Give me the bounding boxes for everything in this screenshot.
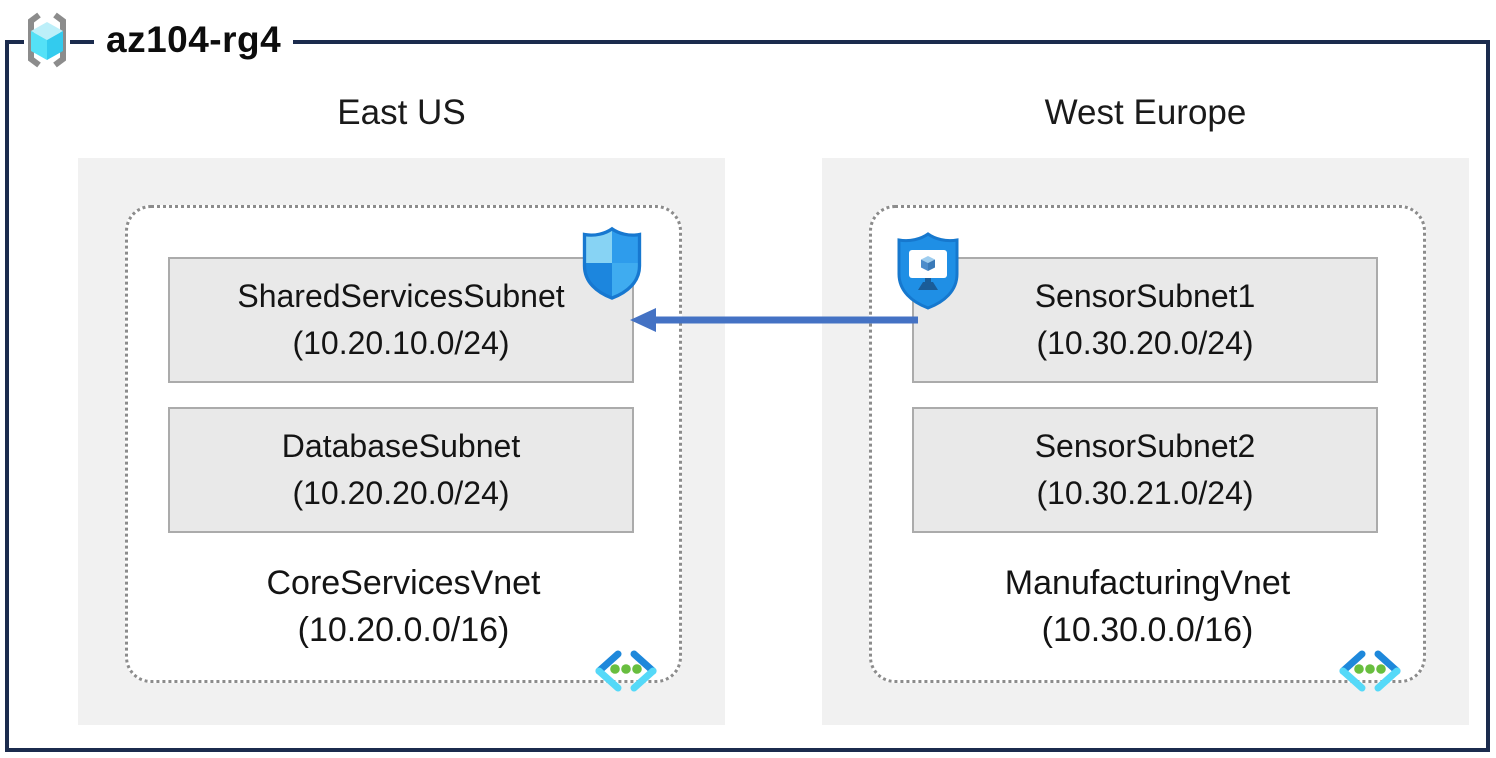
vnet-name: ManufacturingVnet (1004, 564, 1291, 602)
subnet-box-sharedservicessubnet: SharedServicesSubnet (10.20.10.0/24) (168, 257, 634, 383)
vnet-box-coreservicesvnet: SharedServicesSubnet (10.20.10.0/24) Dat… (125, 205, 682, 692)
subnet-box-sensorsubnet2: SensorSubnet2 (10.30.21.0/24) (912, 407, 1378, 533)
subnet-box-sensorsubnet1: SensorSubnet1 (10.30.20.0/24) (912, 257, 1378, 383)
region-title-east-us: East US (337, 93, 466, 132)
application-security-group-shield-icon (897, 232, 959, 310)
vnet-name: CoreServicesVnet (266, 564, 541, 602)
virtual-network-icon (595, 650, 657, 692)
resource-group-frame (5, 40, 1490, 752)
vnet-cidr: (10.20.0.0/16) (297, 611, 510, 649)
resource-group-icon (24, 12, 70, 68)
region-east-us: SharedServicesSubnet (10.20.10.0/24) Dat… (78, 158, 725, 725)
subnet-name: SharedServicesSubnet (237, 278, 565, 314)
peering-arrow (630, 308, 918, 332)
vnet-box-manufacturingvnet: SensorSubnet1 (10.30.20.0/24) SensorSubn… (869, 205, 1426, 692)
region-west-europe: SensorSubnet1 (10.30.20.0/24) SensorSubn… (822, 158, 1469, 725)
vnet-label: CoreServicesVnet (10.20.0.0/16) (128, 560, 679, 654)
subnet-cidr: (10.20.20.0/24) (292, 475, 510, 511)
subnet-cidr: (10.30.21.0/24) (1036, 475, 1254, 511)
vnet-cidr: (10.30.0.0/16) (1041, 611, 1254, 649)
region-title-west-europe: West Europe (1044, 93, 1247, 132)
subnet-cidr: (10.30.20.0/24) (1036, 325, 1254, 361)
resource-group-title: az104-rg4 (94, 8, 294, 72)
subnet-cidr: (10.20.10.0/24) (292, 325, 510, 361)
subnet-name: SensorSubnet1 (1034, 278, 1256, 314)
subnet-box-databasesubnet: DatabaseSubnet (10.20.20.0/24) (168, 407, 634, 533)
virtual-network-icon (1339, 650, 1401, 692)
subnet-name: SensorSubnet2 (1034, 428, 1256, 464)
resource-group-header: az104-rg4 (16, 8, 294, 72)
subnet-name: DatabaseSubnet (281, 428, 521, 464)
network-security-group-shield-icon (582, 226, 642, 300)
vnet-label: ManufacturingVnet (10.30.0.0/16) (872, 560, 1423, 654)
